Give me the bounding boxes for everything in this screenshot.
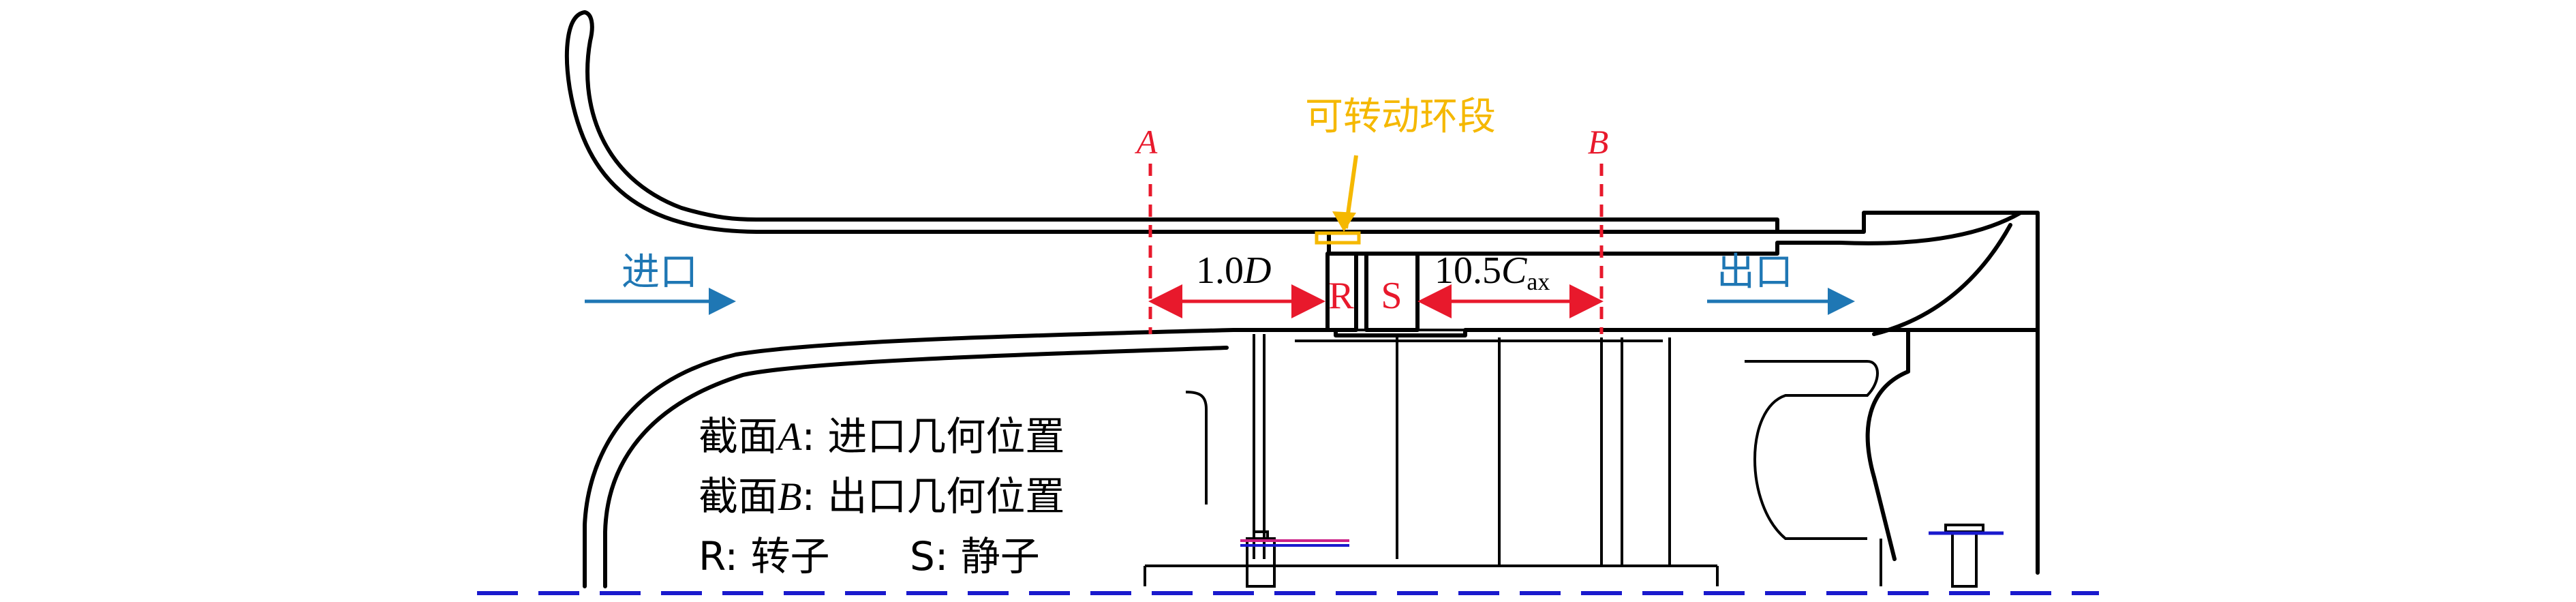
legend-line-1: 截面A: 进口几何位置: [699, 413, 1064, 460]
legend-line-3-stator: S: 静子: [910, 533, 1040, 580]
ring-label: 可转动环段: [1305, 95, 1496, 139]
legend-line-3-rotor: R: 转子: [699, 533, 830, 580]
outer-casing: [564, 10, 2040, 575]
section-b-label: B: [1588, 123, 1609, 161]
stator-vane: [1364, 252, 1420, 332]
outlet-label: 出口: [1717, 250, 1793, 295]
rotor-blade: [1325, 252, 1358, 332]
inlet-label: 进口: [622, 250, 698, 295]
dimension-right-label: 10.5Cax: [1435, 250, 1550, 295]
rotatable-ring-segment: [1315, 231, 1361, 245]
hub-internals: [1144, 329, 1882, 586]
dimension-left-label: 1.0D: [1196, 250, 1271, 292]
stator-label: S: [1381, 275, 1402, 317]
rotor-label: R: [1328, 275, 1354, 317]
section-a-label: A: [1135, 123, 1158, 161]
ring-pointer-head: [1332, 211, 1356, 232]
legend-line-2: 截面B: 出口几何位置: [699, 473, 1064, 520]
